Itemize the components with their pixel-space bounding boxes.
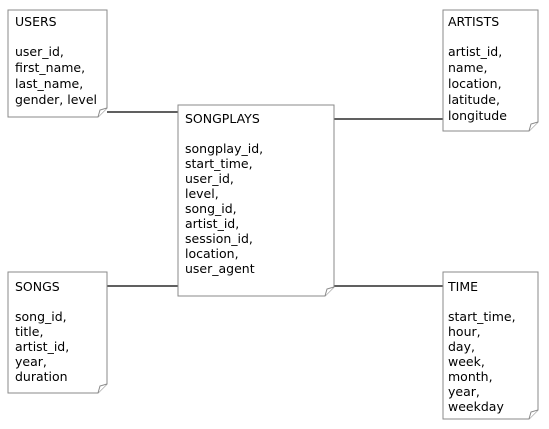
table-songplays[interactable]: SONGPLAYS songplay_id, start_time, user_… <box>177 104 335 297</box>
table-time[interactable]: TIME start_time, hour, day, week, month,… <box>442 271 539 420</box>
table-songplays-field: artist_id, <box>185 216 239 231</box>
table-songs-field: duration <box>15 369 68 384</box>
table-time-title: TIME <box>447 279 478 294</box>
table-songplays-field: user_agent <box>185 261 255 276</box>
table-artists-field: name, <box>448 60 487 75</box>
table-songs-field: title, <box>15 324 43 339</box>
table-songs-title: SONGS <box>15 279 60 294</box>
table-time-field: week, <box>448 354 485 369</box>
table-songplays-field: songplay_id, <box>185 141 263 156</box>
table-time-field: hour, <box>448 324 481 339</box>
table-songplays-field: level, <box>185 186 219 201</box>
table-time-field: month, <box>448 369 493 384</box>
table-users-title: USERS <box>15 14 57 29</box>
table-songplays-field: location, <box>185 246 239 261</box>
table-users-field: gender, level <box>15 92 97 107</box>
table-artists[interactable]: ARTISTS artist_id, name, location, latit… <box>442 9 539 132</box>
table-time-field: day, <box>448 339 475 354</box>
table-artists-field: latitude, <box>448 92 500 107</box>
table-time-field: weekday <box>448 399 504 414</box>
table-artists-field: longitude <box>448 108 507 123</box>
table-artists-title: ARTISTS <box>448 14 499 29</box>
table-artists-field: location, <box>448 76 502 91</box>
table-time-field: start_time, <box>448 309 516 324</box>
table-songplays-field: song_id, <box>185 201 237 216</box>
table-songplays-field: start_time, <box>185 156 253 171</box>
table-users[interactable]: USERS user_id, first_name, last_name, ge… <box>7 9 108 118</box>
table-artists-field: artist_id, <box>448 44 502 59</box>
table-songplays-field: user_id, <box>185 171 234 186</box>
table-songs-field: artist_id, <box>15 339 69 354</box>
table-time-field: year, <box>448 384 480 399</box>
table-songs-field: song_id, <box>15 309 67 324</box>
table-users-field: user_id, <box>15 44 64 59</box>
table-songplays-title: SONGPLAYS <box>185 111 260 126</box>
table-songs[interactable]: SONGS song_id, title, artist_id, year, d… <box>7 271 108 394</box>
table-users-field: first_name, <box>15 60 85 75</box>
table-songs-field: year, <box>15 354 47 369</box>
table-users-field: last_name, <box>15 76 83 91</box>
table-songplays-field: session_id, <box>185 231 253 246</box>
